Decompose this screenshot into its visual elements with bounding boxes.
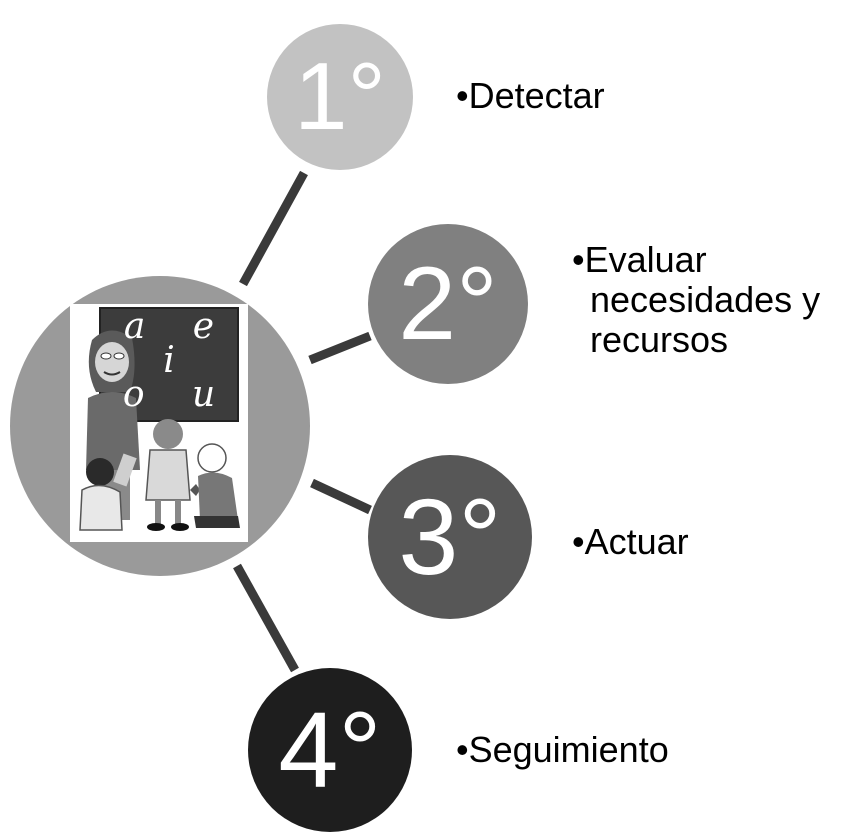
step-2-label-line-2: necesidades y (590, 279, 821, 320)
connector-step-4 (233, 563, 299, 673)
step-3-circle (368, 455, 532, 619)
step-2-label-line-3: recursos (590, 319, 729, 360)
blackboard-line-3: o u (122, 374, 234, 415)
step-2-label: •Evaluar necesidades y recursos (572, 240, 820, 360)
teacher-illustration (70, 304, 248, 542)
connector-step-1 (239, 170, 308, 287)
blackboard-line-1: a e (123, 306, 233, 347)
step-3-label: •Actuar (572, 521, 689, 562)
step-3-number: 3° (398, 476, 502, 597)
blackboard-text: a e i o u (100, 306, 238, 420)
step-1-label: •Detectar (456, 75, 605, 116)
step-4-circle (248, 668, 412, 832)
blackboard-line-2: i (163, 340, 175, 381)
step-1-number: 1° (294, 43, 386, 150)
step-4-label: •Seguimiento (456, 729, 669, 770)
step-1-circle (267, 24, 413, 170)
step-2-number: 2° (398, 246, 498, 362)
connector-step-2 (308, 331, 372, 365)
connector-step-3 (310, 478, 372, 515)
step-2-label-line-1: •Evaluar (572, 239, 707, 280)
step-4-number: 4° (278, 689, 382, 810)
step-2-circle (368, 224, 528, 384)
